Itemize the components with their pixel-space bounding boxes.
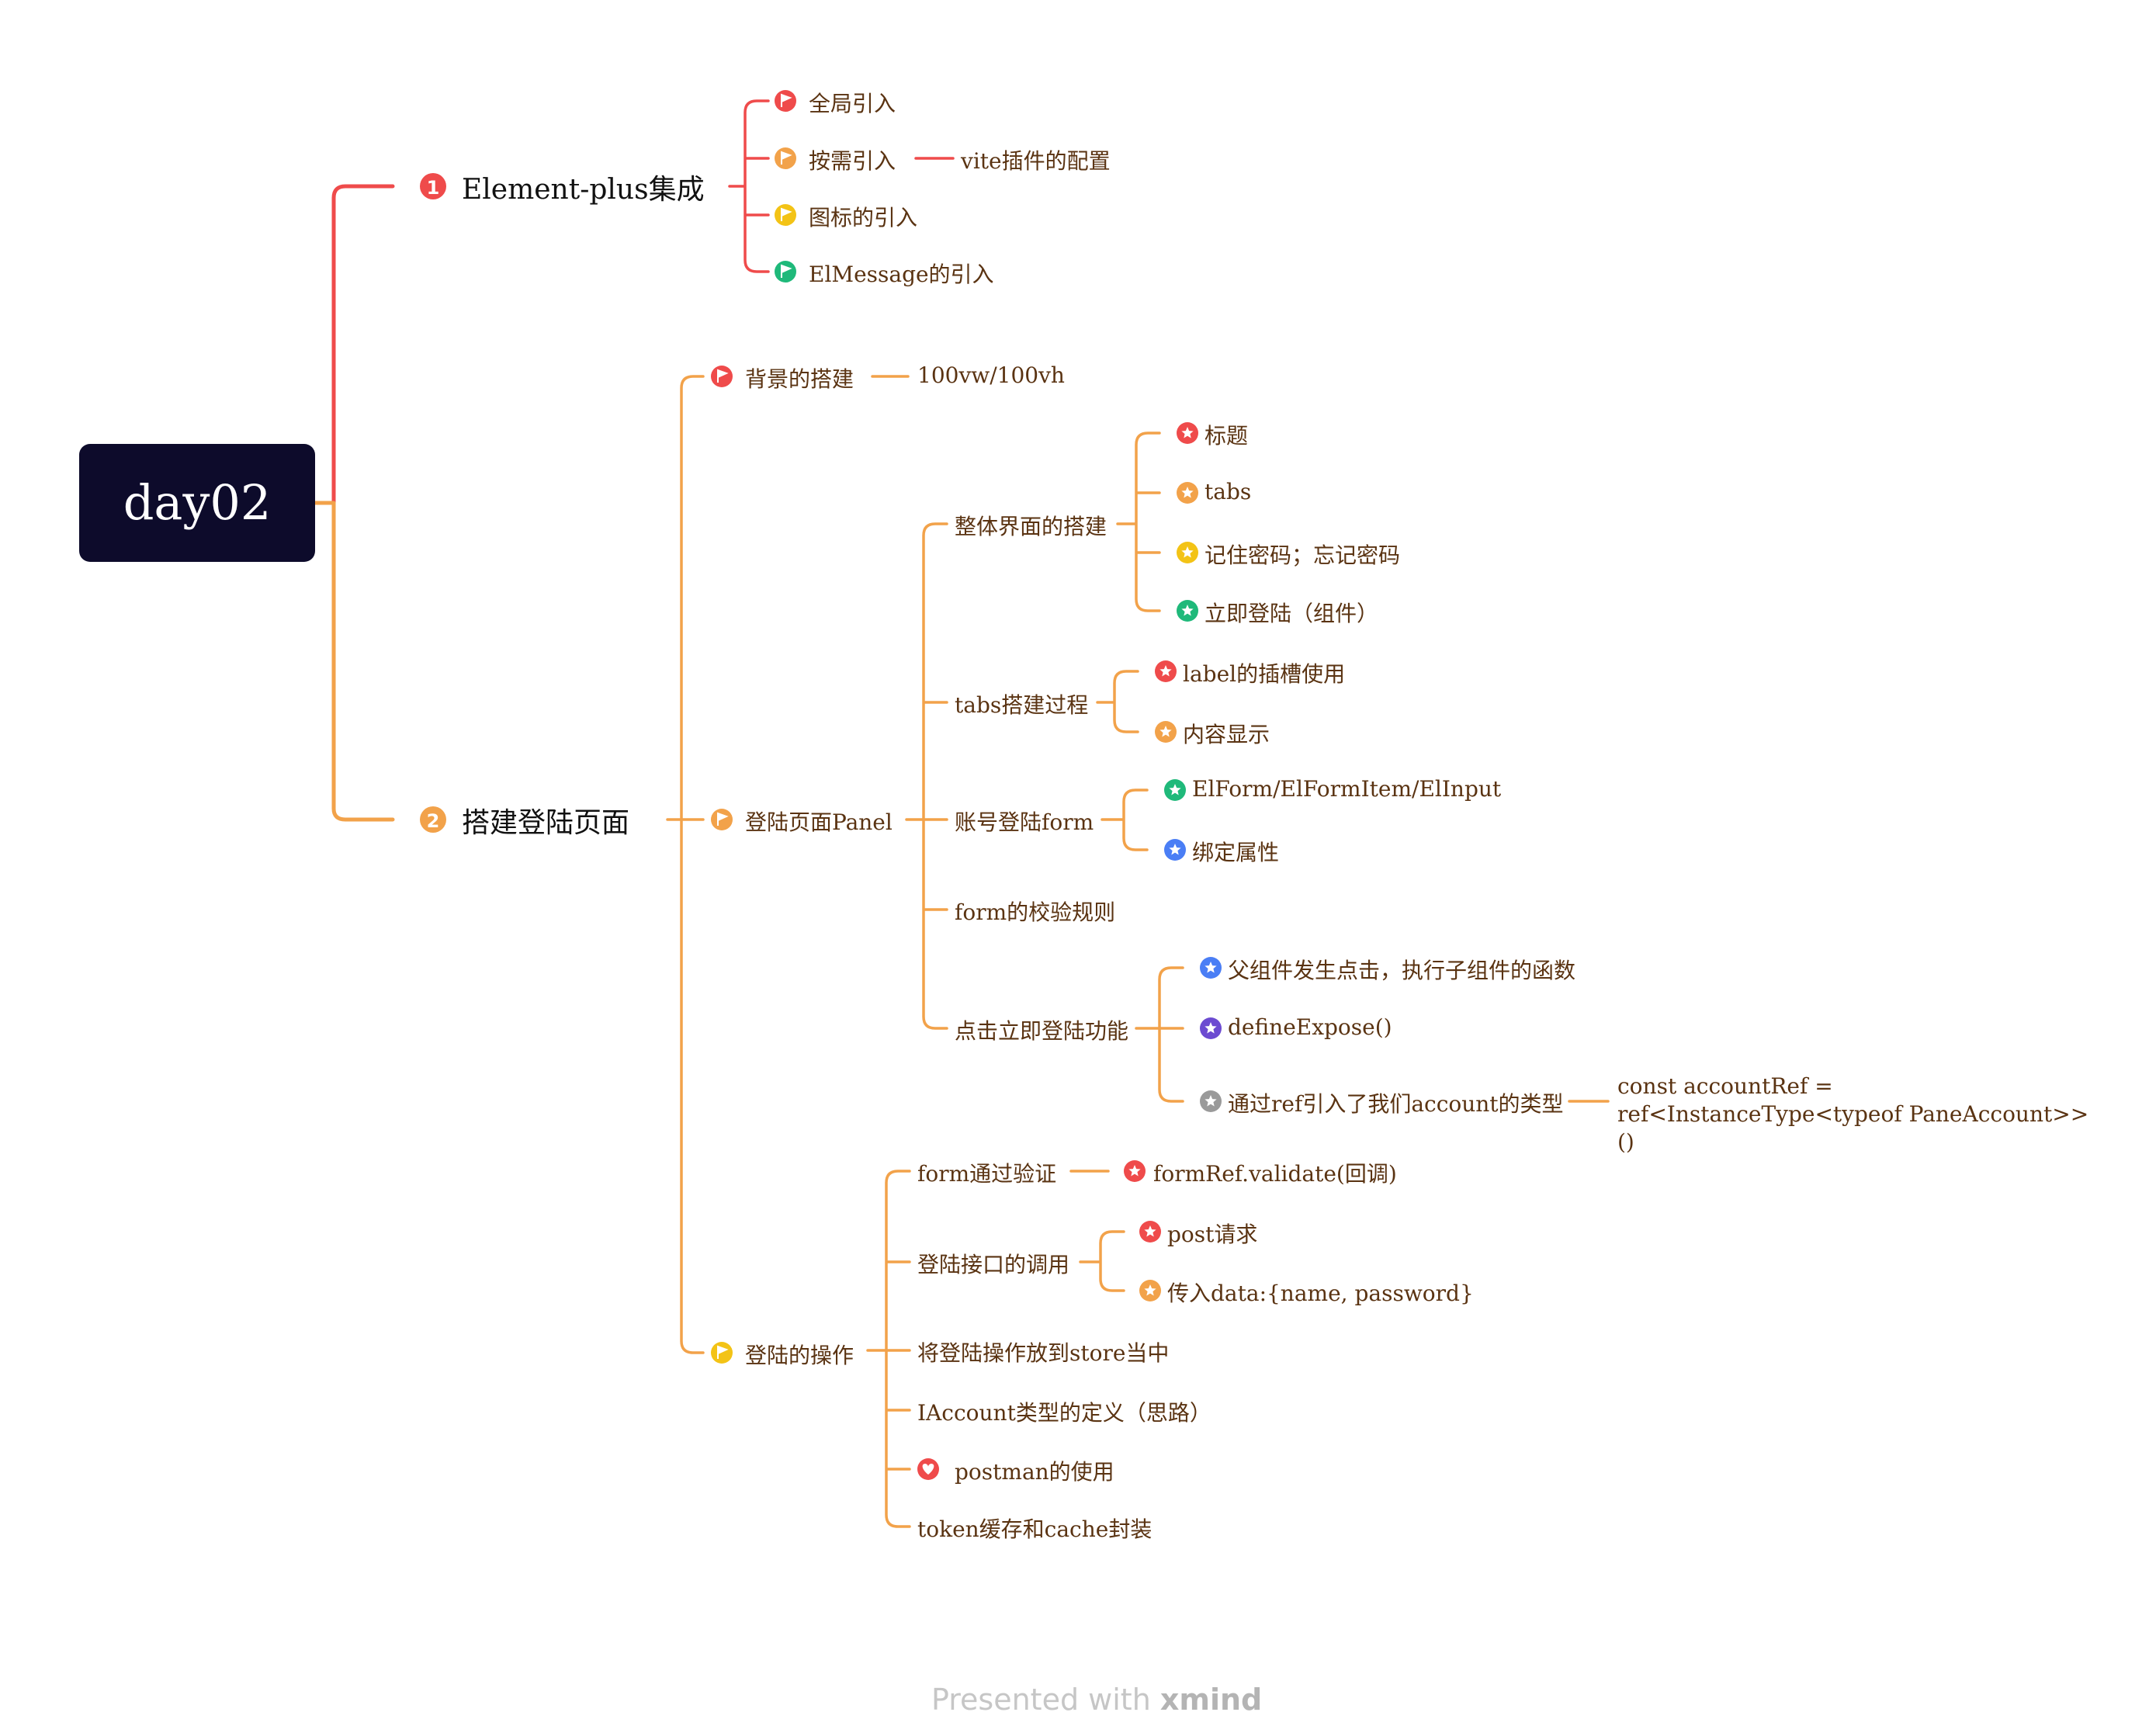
topic-icon-import[interactable]: 图标的引入 xyxy=(809,205,918,230)
topic-store[interactable]: 将登陆操作放到store当中 xyxy=(917,1340,1170,1366)
topic-tabs[interactable]: tabs xyxy=(1205,479,1252,504)
star-icon xyxy=(1139,1221,1161,1243)
number-badge-2-label: 2 xyxy=(427,810,440,832)
topic-login-operation[interactable]: 登陆的操作 xyxy=(745,1343,854,1368)
topic-parent-click[interactable]: 父组件发生点击，执行子组件的函数 xyxy=(1228,958,1576,983)
connector-group-form xyxy=(1101,788,1149,851)
connector-root-branch2 xyxy=(313,501,395,822)
root-label: day02 xyxy=(123,474,272,531)
number-badge-1-label: 1 xyxy=(427,177,440,199)
topic-postman[interactable]: postman的使用 xyxy=(955,1459,1114,1485)
topic-bind-props[interactable]: 绑定属性 xyxy=(1192,840,1280,865)
flag-icon xyxy=(775,90,796,112)
watermark: Presented with xmind xyxy=(931,1683,1262,1717)
star-icon xyxy=(1177,542,1198,563)
star-icon xyxy=(1139,1280,1161,1301)
connector-group-tabs xyxy=(1096,670,1139,733)
star-icon xyxy=(1164,839,1186,861)
star-icon xyxy=(1200,957,1222,979)
flag-icon xyxy=(775,147,796,169)
topic-global-import[interactable]: 全局引入 xyxy=(809,91,896,116)
topic-login-now[interactable]: 立即登陆（组件） xyxy=(1205,601,1379,626)
topic-form-rules[interactable]: form的校验规则 xyxy=(955,899,1116,925)
connector-panel-children xyxy=(905,522,948,1030)
topic-vite-plugin-note[interactable]: vite插件的配置 xyxy=(961,148,1111,174)
heart-icon xyxy=(917,1458,939,1480)
topic-elform[interactable]: ElForm/ElFormItem/ElInput xyxy=(1192,776,1502,802)
xmind-logo: xmind xyxy=(1159,1683,1263,1717)
topic-label-slot[interactable]: label的插槽使用 xyxy=(1183,661,1346,687)
number-badge-2 xyxy=(420,806,446,833)
topic-background-note[interactable]: 100vw/100vh xyxy=(917,362,1065,388)
flag-icon xyxy=(711,366,733,387)
topic-form-validate[interactable]: form通过验证 xyxy=(917,1161,1057,1187)
flag-icon xyxy=(775,261,796,282)
branch-element-plus[interactable]: Element-plus集成 xyxy=(462,174,705,206)
star-icon xyxy=(1177,482,1198,504)
connector-group-ui xyxy=(1116,432,1161,612)
connector-operation-children xyxy=(866,1170,911,1528)
topic-tabs-build[interactable]: tabs搭建过程 xyxy=(955,692,1089,718)
topic-ref-type-note[interactable]: const accountRef = ref<InstanceType<type… xyxy=(1617,1073,2089,1155)
topic-remember-password[interactable]: 记住密码；忘记密码 xyxy=(1205,542,1401,568)
topic-ref-type[interactable]: 通过ref引入了我们account的类型 xyxy=(1228,1091,1564,1117)
topic-background[interactable]: 背景的搭建 xyxy=(745,366,854,392)
connector-branch2-children xyxy=(666,375,705,1354)
star-icon xyxy=(1155,721,1177,743)
connector-root-branch1 xyxy=(313,184,395,505)
topic-token-cache[interactable]: token缓存和cache封装 xyxy=(917,1516,1153,1542)
topic-pass-data[interactable]: 传入data:{name, password} xyxy=(1167,1281,1474,1306)
topic-title[interactable]: 标题 xyxy=(1205,423,1249,449)
star-icon xyxy=(1200,1017,1222,1039)
topic-define-expose[interactable]: defineExpose() xyxy=(1228,1014,1392,1040)
root-node[interactable] xyxy=(79,444,315,562)
topic-post-request[interactable]: post请求 xyxy=(1167,1222,1258,1247)
connector-group-click xyxy=(1135,966,1184,1103)
flag-icon xyxy=(711,809,733,830)
number-badge-1 xyxy=(420,173,446,199)
topic-account-form[interactable]: 账号登陆form xyxy=(955,809,1094,835)
topic-elmessage-import[interactable]: ElMessage的引入 xyxy=(809,262,994,287)
branch-login-page[interactable]: 搭建登陆页面 xyxy=(462,807,630,839)
topic-click-login[interactable]: 点击立即登陆功能 xyxy=(955,1018,1129,1044)
connector-group-api xyxy=(1079,1230,1125,1292)
star-icon xyxy=(1155,660,1177,682)
topic-on-demand-import[interactable]: 按需引入 xyxy=(809,148,896,174)
flag-icon xyxy=(775,204,796,226)
topic-login-panel[interactable]: 登陆页面Panel xyxy=(745,809,893,835)
topic-validate-callback[interactable]: formRef.validate(回调) xyxy=(1153,1161,1397,1187)
topic-api-call[interactable]: 登陆接口的调用 xyxy=(917,1252,1070,1277)
star-icon xyxy=(1177,422,1198,444)
star-icon xyxy=(1177,600,1198,622)
topic-ui-build[interactable]: 整体界面的搭建 xyxy=(955,514,1107,539)
topic-iaccount-type[interactable]: IAccount类型的定义（思路） xyxy=(917,1400,1211,1426)
star-icon xyxy=(1164,779,1186,801)
star-icon xyxy=(1200,1090,1222,1112)
star-icon xyxy=(1124,1160,1146,1182)
flag-icon xyxy=(711,1342,733,1364)
watermark-prefix: Presented with xyxy=(931,1683,1151,1717)
connector-branch1-children xyxy=(728,99,770,273)
topic-content-display[interactable]: 内容显示 xyxy=(1183,722,1270,747)
